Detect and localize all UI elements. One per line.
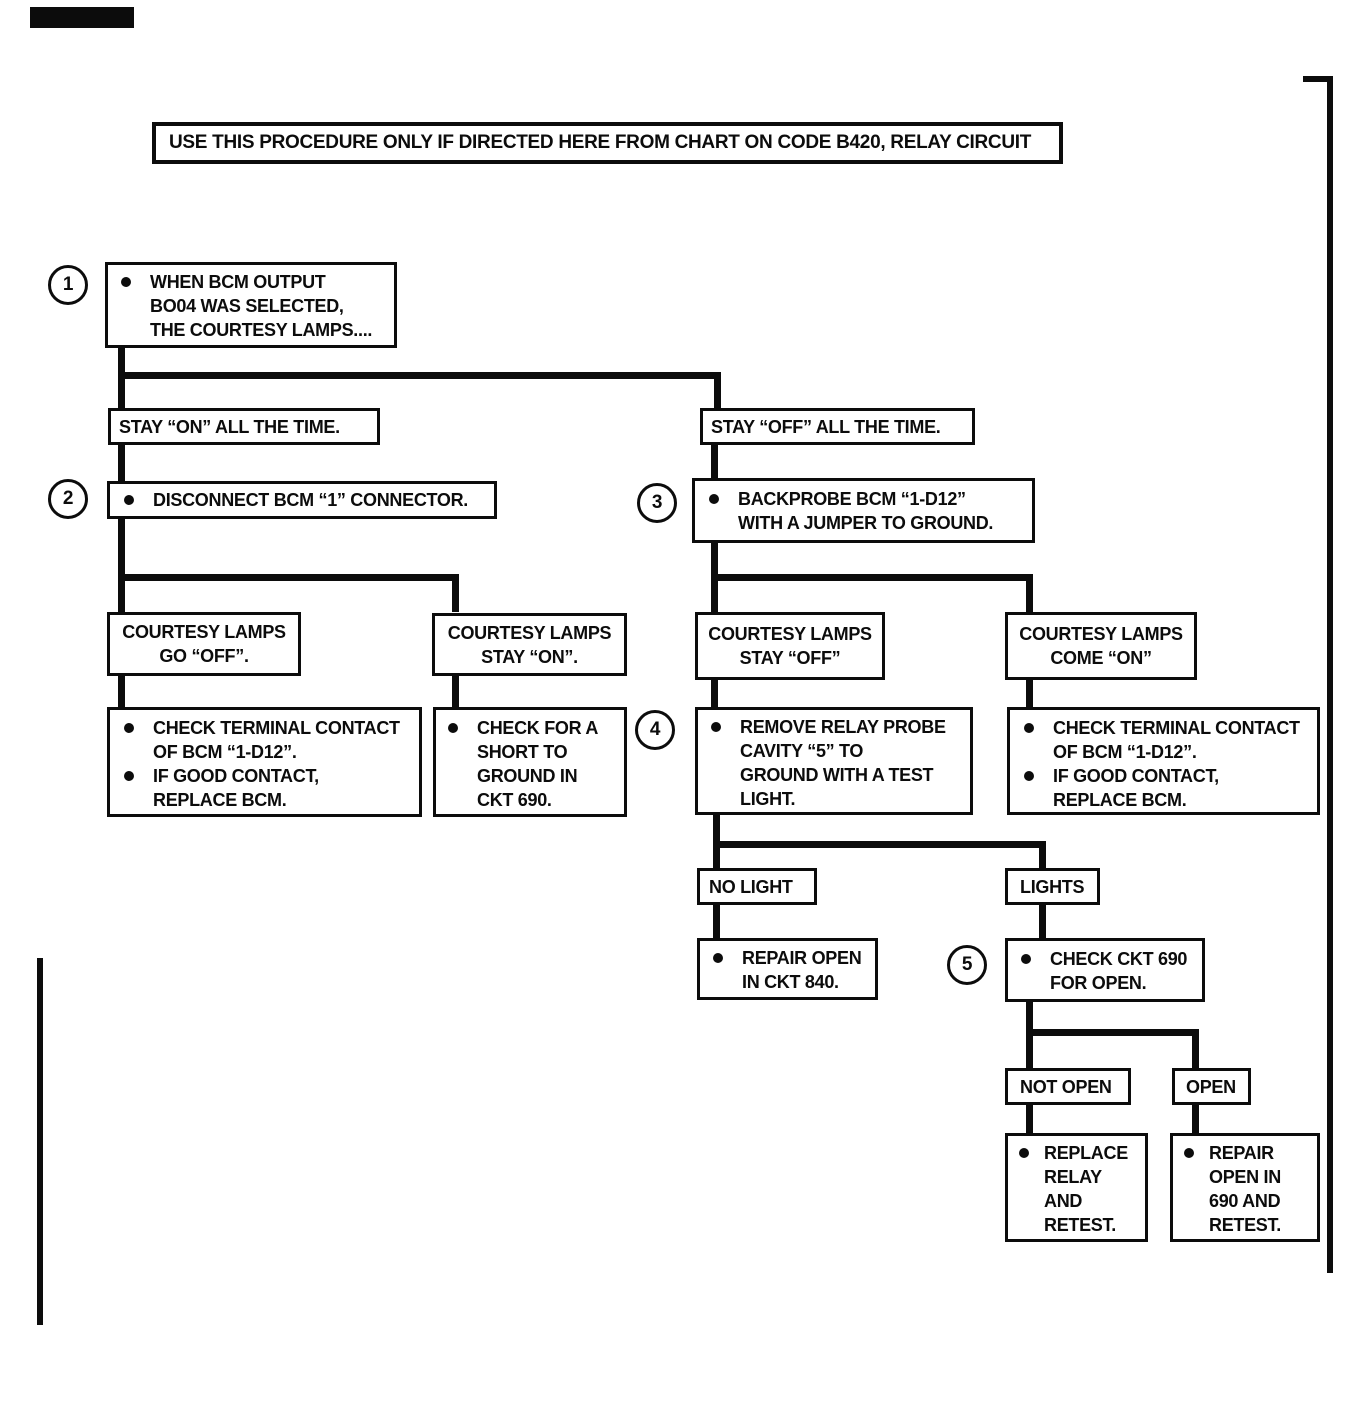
node-text: IF GOOD CONTACT, REPLACE BCM. [1053,766,1219,810]
node-open: OPEN [1172,1068,1251,1105]
flow-line [118,445,125,481]
step-number-label: 1 [62,274,74,295]
flow-line [1026,680,1033,707]
flow-line [1039,848,1046,868]
flow-line [713,905,720,938]
step-number-label: 3 [651,492,663,513]
node-text: REPAIR OPEN IN 690 AND RETEST. [1209,1143,1281,1235]
step-number-label: 2 [62,488,74,509]
node-text: REMOVE RELAY PROBE CAVITY “5” TO GROUND … [740,717,946,809]
bullet-icon [711,722,721,732]
scan-artifact-bar [30,7,134,28]
node-stay-off-all-time: STAY “OFF” ALL THE TIME. [700,408,975,445]
node-not-open: NOT OPEN [1005,1068,1131,1105]
node-repair-ckt-840: REPAIR OPEN IN CKT 840. [697,938,878,1000]
node-text: REPLACE RELAY AND RETEST. [1044,1143,1128,1235]
flow-line [118,372,721,379]
node-text: CHECK CKT 690 FOR OPEN. [1050,949,1188,993]
flow-line [711,680,718,707]
bullet-icon [1184,1148,1194,1158]
node-backprobe-bcm: BACKPROBE BCM “1-D12” WITH A JUMPER TO G… [692,478,1035,543]
bullet-icon [124,771,134,781]
bullet-icon [448,723,458,733]
bullet-icon [1021,954,1031,964]
node-text: WHEN BCM OUTPUT BO04 WAS SELECTED, THE C… [150,272,373,340]
node-lamps-stay-off: COURTESY LAMPS STAY “OFF” [695,612,885,680]
bullet-icon [121,277,131,287]
node-text: DISCONNECT BCM “1” CONNECTOR. [153,490,468,510]
flow-line [1039,905,1046,938]
node-no-light: NO LIGHT [697,868,817,905]
node-check-terminal-right: CHECK TERMINAL CONTACT OF BCM “1-D12”. I… [1007,707,1320,815]
node-repair-690: REPAIR OPEN IN 690 AND RETEST. [1170,1133,1320,1242]
bullet-icon [1019,1148,1029,1158]
flow-line [452,581,459,612]
bullet-icon [124,495,134,505]
page-rule-left [37,958,43,1325]
node-lamps-come-on: COURTESY LAMPS COME “ON” [1005,612,1197,680]
node-text: IF GOOD CONTACT, REPLACE BCM. [153,766,319,810]
node-text: CHECK TERMINAL CONTACT OF BCM “1-D12”. [1053,718,1300,762]
flow-line [1192,1036,1199,1068]
flow-line [118,574,459,581]
node-replace-relay: REPLACE RELAY AND RETEST. [1005,1133,1148,1242]
flow-line [118,676,125,707]
flow-line [118,518,125,612]
node-stay-on-all-time: STAY “ON” ALL THE TIME. [108,408,380,445]
step-number-3: 3 [637,483,677,523]
bullet-icon [124,723,134,733]
node-check-short-ground: CHECK FOR A SHORT TO GROUND IN CKT 690. [433,707,627,817]
page-rule-right [1327,76,1333,1273]
flow-line [1192,1105,1199,1133]
flow-line [714,379,721,408]
bullet-icon [709,494,719,504]
flow-line [1026,1105,1033,1133]
flow-line [452,676,459,707]
flow-line [1026,581,1033,612]
node-text: CHECK FOR A SHORT TO GROUND IN CKT 690. [477,718,599,810]
node-text: REPAIR OPEN IN CKT 840. [742,948,862,992]
node-lights: LIGHTS [1005,868,1100,905]
node-check-terminal-left: CHECK TERMINAL CONTACT OF BCM “1-D12”. I… [107,707,422,817]
node-disconnect-bcm-connector: DISCONNECT BCM “1” CONNECTOR. [107,481,497,519]
banner-box: USE THIS PROCEDURE ONLY IF DIRECTED HERE… [152,122,1063,164]
banner-text: USE THIS PROCEDURE ONLY IF DIRECTED HERE… [169,132,1032,153]
bullet-icon [713,953,723,963]
node-check-ckt-690: CHECK CKT 690 FOR OPEN. [1005,938,1205,1002]
node-remove-relay-probe: REMOVE RELAY PROBE CAVITY “5” TO GROUND … [695,707,973,815]
step-number-label: 4 [649,719,661,740]
flow-line [711,445,718,478]
step-number-5: 5 [947,945,987,985]
node-text: BACKPROBE BCM “1-D12” WITH A JUMPER TO G… [738,489,994,533]
node-lamps-stay-on: COURTESY LAMPS STAY “ON”. [432,613,627,676]
flow-line [1026,1029,1199,1036]
node-text: CHECK TERMINAL CONTACT OF BCM “1-D12”. [153,718,400,762]
flow-line [711,574,1033,581]
step-number-4: 4 [635,710,675,750]
bullet-icon [1024,723,1034,733]
page-rule-right-tick [1303,76,1333,82]
step-number-2: 2 [48,479,88,519]
bullet-icon [1024,771,1034,781]
step-number-1: 1 [48,265,88,305]
node-lamps-go-off: COURTESY LAMPS GO “OFF”. [107,612,301,676]
flow-line [713,841,1046,848]
node-when-bcm-output: WHEN BCM OUTPUT BO04 WAS SELECTED, THE C… [105,262,397,348]
step-number-label: 5 [961,954,973,975]
